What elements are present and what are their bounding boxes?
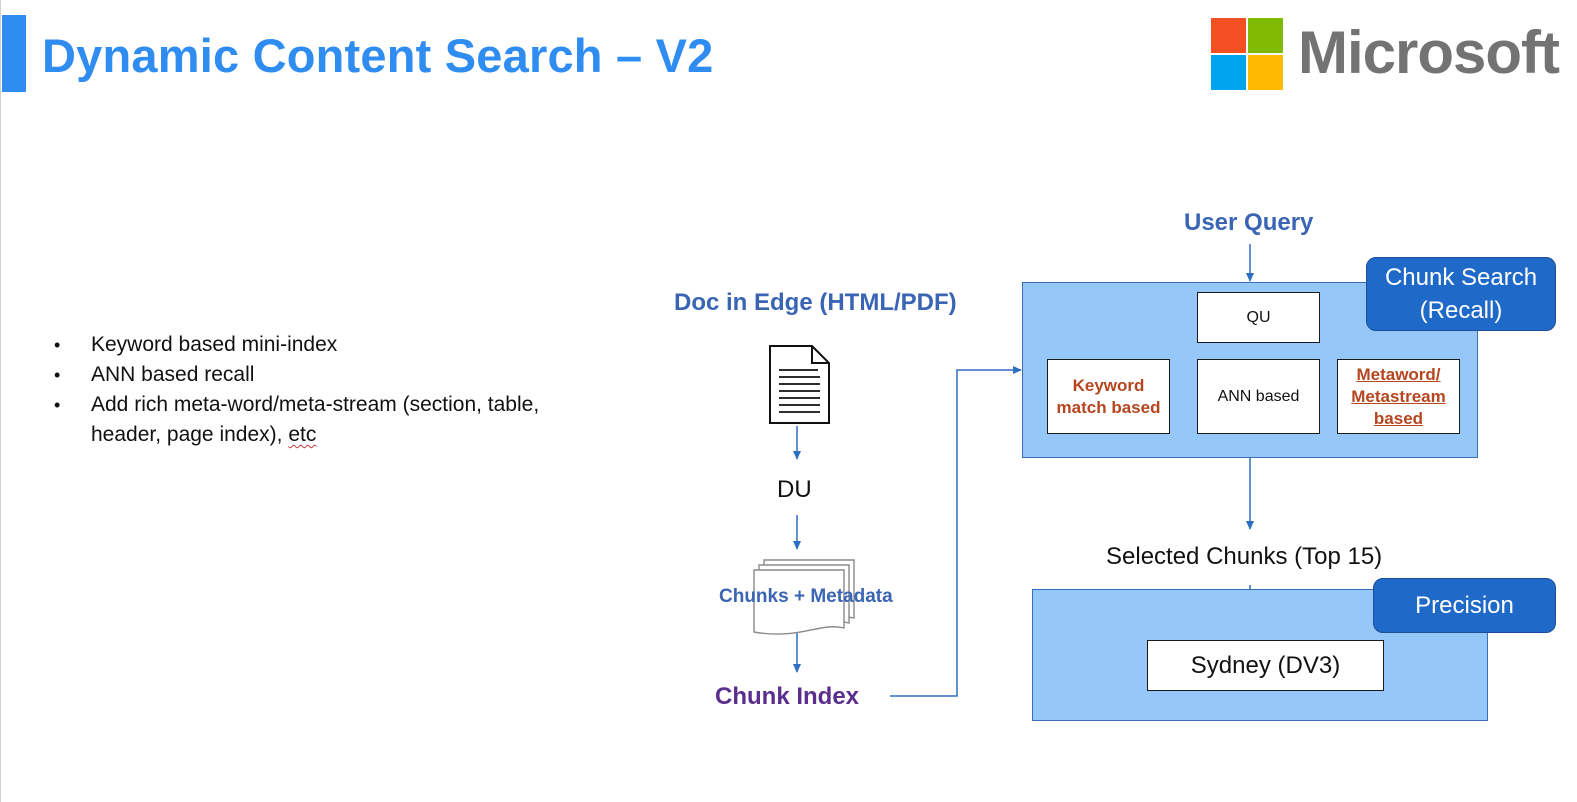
multi-document-icon [753,559,855,635]
bullet-list: •Keyword based mini-index •ANN based rec… [50,330,610,450]
du-label: DU [777,476,812,503]
keyword-match-box: Keyword match based [1047,359,1170,434]
slide-title: Dynamic Content Search – V2 [42,29,714,82]
ann-based-box: ANN based [1197,359,1320,434]
bullet-item: •Add rich meta-word/meta-stream (section… [54,393,540,446]
slide-left-border [0,0,1,802]
precision-tag: Precision [1373,578,1556,633]
chunks-metadata-label: Chunks + Metadata [719,586,893,607]
microsoft-wordmark: Microsoft [1298,19,1560,86]
chunk-search-recall-tag: Chunk Search (Recall) [1366,257,1556,331]
title-accent-bar [2,15,26,92]
sydney-box: Sydney (DV3) [1147,640,1384,691]
qu-box: QU [1197,292,1320,343]
logo-square-green [1248,18,1283,53]
document-icon [769,345,830,424]
logo-square-red [1211,18,1246,53]
user-query-label: User Query [1184,209,1314,236]
logo-square-yellow [1248,55,1283,90]
arrow-index-to-search [890,366,1022,697]
chunk-index-label: Chunk Index [715,683,860,710]
doc-in-edge-label: Doc in Edge (HTML/PDF) [674,289,957,316]
metaword-box: Metaword/ Metastream based [1337,359,1460,434]
selected-chunks-label: Selected Chunks (Top 15) [1106,543,1383,570]
logo-square-blue [1211,55,1246,90]
bullet-item: •ANN based recall [54,363,255,386]
bullet-item: •Keyword based mini-index [54,333,338,356]
